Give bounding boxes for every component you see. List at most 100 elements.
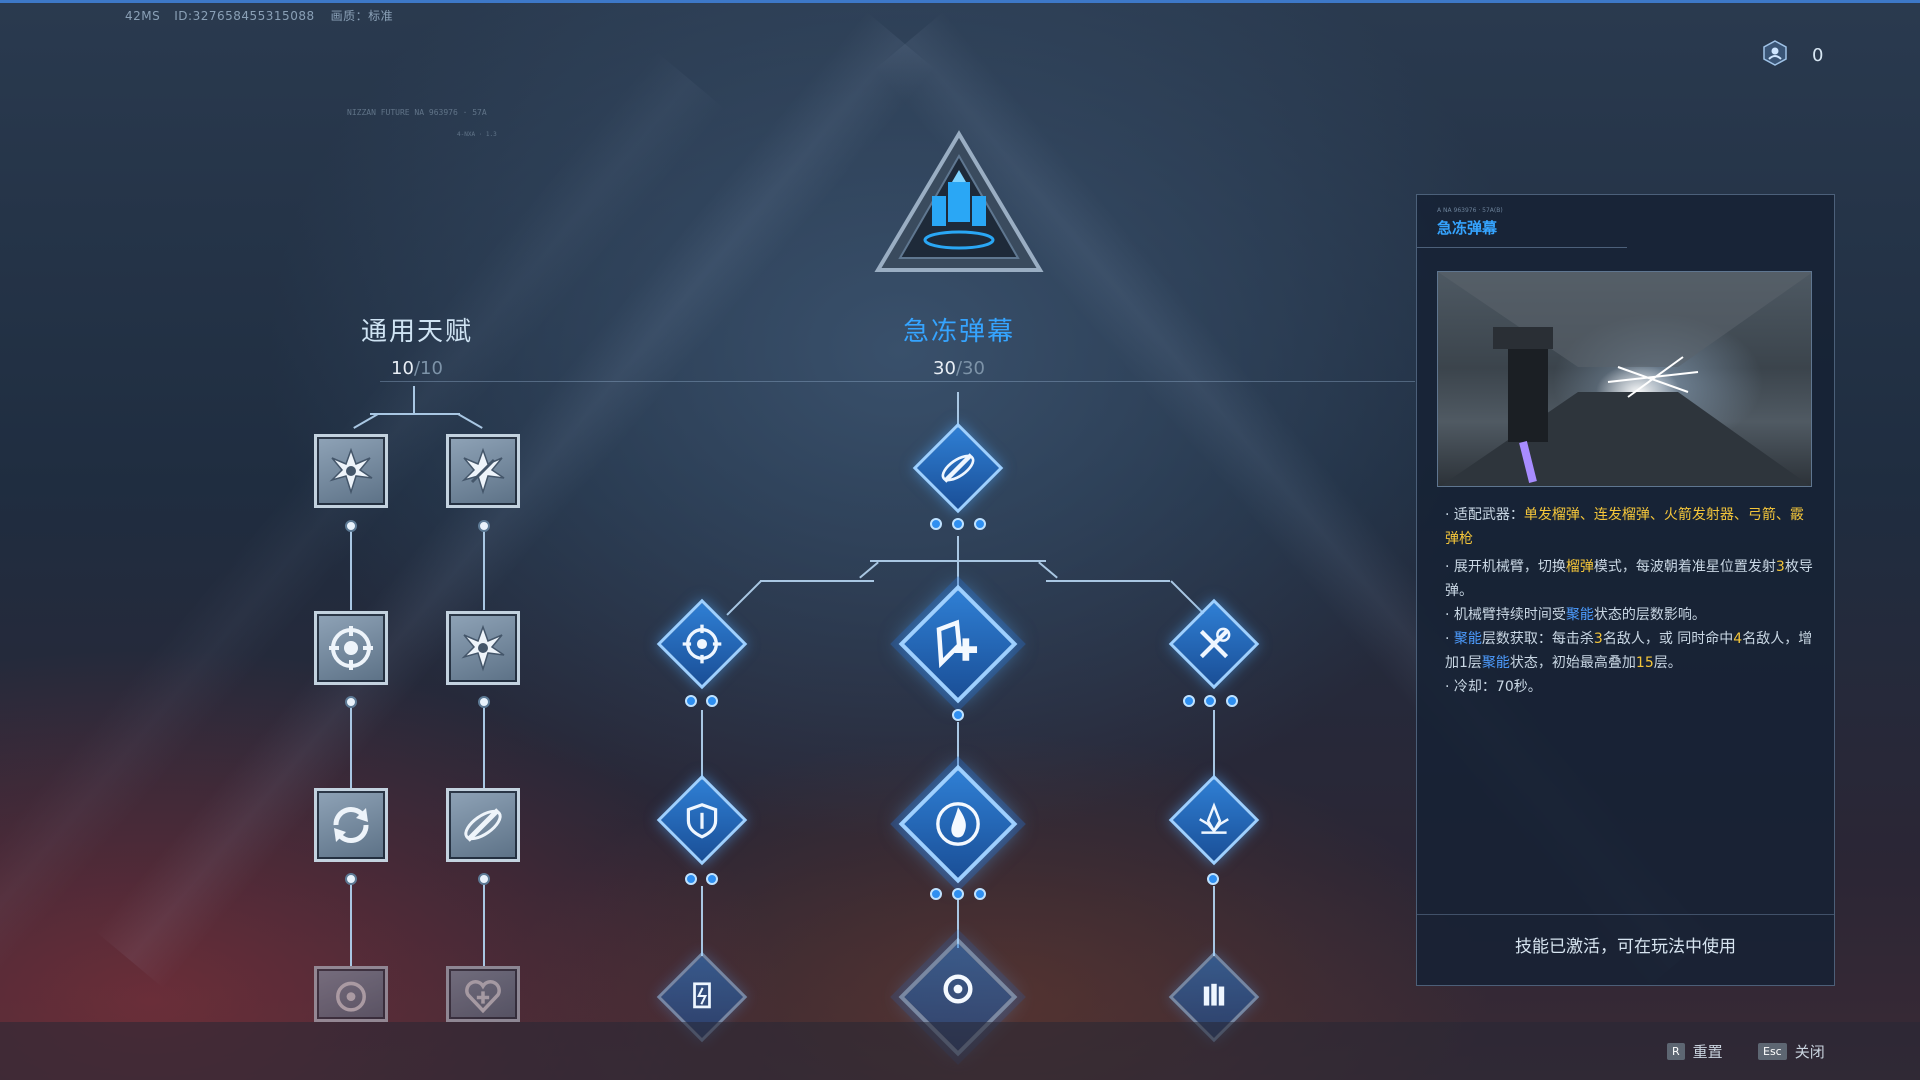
tree-connector xyxy=(1038,561,1058,579)
level-dot xyxy=(952,518,964,530)
quality-text: 画质：标准 xyxy=(330,9,394,23)
skill-talent-title: 急冻弹幕 xyxy=(902,317,1015,347)
tree-connector xyxy=(413,386,415,413)
general-talent-node[interactable] xyxy=(314,966,388,1022)
desc-weapons: · 适配武器：单发榴弹、连发榴弹、火箭发射器、弓箭、霰弹枪 xyxy=(1445,507,1804,547)
wrench-cross-icon xyxy=(1182,612,1246,676)
tree-connector xyxy=(701,886,703,956)
drone-target-icon xyxy=(329,626,373,670)
tree-connector xyxy=(870,560,1046,562)
general-talent-title: 通用天赋 xyxy=(360,317,473,347)
general-talent-node[interactable] xyxy=(314,434,388,508)
slash-orbit-icon xyxy=(926,436,990,500)
spiky-burst-icon xyxy=(461,624,505,672)
tree-connector xyxy=(350,530,352,610)
top-accent-line xyxy=(0,0,1920,3)
desc-line: · 展开机械臂，切换榴弹模式，每波朝着准星位置发射3枚导弹。 xyxy=(1445,559,1813,599)
tree-connector xyxy=(957,536,959,592)
close-button[interactable]: Esc 关闭 xyxy=(1758,1041,1825,1062)
panel-title: 急冻弹幕 xyxy=(1437,219,1498,237)
skill-talent-header: 急冻弹幕 30/30 xyxy=(849,311,1069,379)
tree-connector xyxy=(1046,580,1170,582)
tree-connector xyxy=(483,884,485,966)
desc-number: 3 xyxy=(1593,631,1603,647)
general-talent-node[interactable] xyxy=(314,611,388,685)
section-divider xyxy=(380,381,1415,382)
progress-sep: / xyxy=(955,358,963,379)
tree-connector xyxy=(1213,710,1215,786)
tree-connector xyxy=(370,413,460,415)
tree-connector xyxy=(957,722,959,772)
desc-number: 3 xyxy=(1775,559,1785,575)
desc-number: 15 xyxy=(1635,655,1654,671)
flame-core-icon xyxy=(916,782,1000,866)
desc-keyword: 聚能 xyxy=(1453,631,1482,647)
level-dot xyxy=(685,873,697,885)
level-dot xyxy=(1226,695,1238,707)
desc-line: · 冷却：70秒。 xyxy=(1445,679,1542,695)
tree-connector xyxy=(350,708,352,788)
general-talent-node[interactable] xyxy=(446,788,520,862)
desc-text: 机械臂持续时间受 xyxy=(1453,607,1566,623)
level-dot xyxy=(952,709,964,721)
tree-connector xyxy=(957,900,959,948)
tree-connector xyxy=(1213,886,1215,956)
talent-point-icon xyxy=(1762,40,1788,70)
close-key: Esc xyxy=(1758,1043,1787,1060)
tree-connector xyxy=(483,708,485,788)
level-dot xyxy=(952,888,964,900)
reset-label: 重置 xyxy=(1692,1043,1723,1061)
tree-connector xyxy=(859,561,879,579)
gear-icon xyxy=(916,955,1000,1023)
talent-currency: 0 xyxy=(1762,40,1823,70)
tree-connector xyxy=(483,530,485,610)
panel-divider xyxy=(1417,914,1834,915)
level-dot xyxy=(974,888,986,900)
desc-text: 冷却：70秒。 xyxy=(1453,679,1542,695)
level-dot xyxy=(1204,695,1216,707)
tree-connector xyxy=(350,884,352,966)
desc-text: 模式，每波朝着准星位置发射 xyxy=(1593,559,1776,575)
general-talent-node[interactable] xyxy=(446,611,520,685)
desc-keyword: 聚能 xyxy=(1565,607,1594,623)
general-talent-node[interactable] xyxy=(446,434,520,508)
crystal-lotus-icon xyxy=(1182,788,1246,852)
background-code-text: NIZZAN FUTURE NA 963976 · 57A xyxy=(347,108,487,117)
battery-icon xyxy=(670,965,734,1023)
desc-text: 名敌人，增加1层 xyxy=(1445,631,1813,671)
panel-tag: A NA 963976 · 57A(B) xyxy=(1437,207,1503,214)
skill-detail-panel: A NA 963976 · 57A(B) 急冻弹幕 · 适配武器：单发榴弹、连发… xyxy=(1416,194,1835,986)
spiky-burst-icon xyxy=(329,447,373,495)
desc-text: 状态的层数影响。 xyxy=(1593,607,1706,623)
desc-text: 名敌人，或 同时命中 xyxy=(1602,631,1734,647)
arm-plus-icon xyxy=(916,602,1000,686)
general-talent-node[interactable] xyxy=(314,788,388,862)
level-dot xyxy=(478,520,490,532)
level-dot xyxy=(345,696,357,708)
skill-description: · 适配武器：单发榴弹、连发榴弹、火箭发射器、弓箭、霰弹枪 · 展开机械臂，切换… xyxy=(1445,503,1813,699)
desc-line: · 聚能层数获取：每击杀3名敌人，或 同时命中4名敌人，增加1层聚能状态，初始最… xyxy=(1445,631,1813,671)
progress-sep: / xyxy=(413,358,421,379)
desc-text: 枚导弹。 xyxy=(1445,559,1813,599)
tree-connector xyxy=(701,710,703,786)
desc-weapons-value: 单发榴弹、连发榴弹、火箭发射器、弓箭、霰弹枪 xyxy=(1445,507,1804,547)
general-talent-node[interactable] xyxy=(446,966,520,1022)
level-dot xyxy=(974,518,986,530)
desc-text: 展开机械臂，切换 xyxy=(1453,559,1566,575)
skill-preview-image xyxy=(1437,271,1812,487)
reset-button[interactable]: R 重置 xyxy=(1667,1041,1723,1062)
close-label: 关闭 xyxy=(1794,1043,1825,1061)
level-dot xyxy=(1183,695,1195,707)
level-dot xyxy=(345,520,357,532)
heart-plus-icon xyxy=(465,980,501,1014)
desc-text: 层数获取：每击杀 xyxy=(1481,631,1594,647)
gear-shield-icon xyxy=(336,981,366,1012)
level-dot xyxy=(478,873,490,885)
missile-pod-icon xyxy=(1182,965,1246,1023)
level-dot xyxy=(1207,873,1219,885)
tree-connector xyxy=(1170,580,1206,616)
desc-line: · 机械臂持续时间受聚能状态的层数影响。 xyxy=(1445,607,1706,623)
bottom-bar xyxy=(0,1022,1920,1080)
background-beam xyxy=(0,51,726,1029)
